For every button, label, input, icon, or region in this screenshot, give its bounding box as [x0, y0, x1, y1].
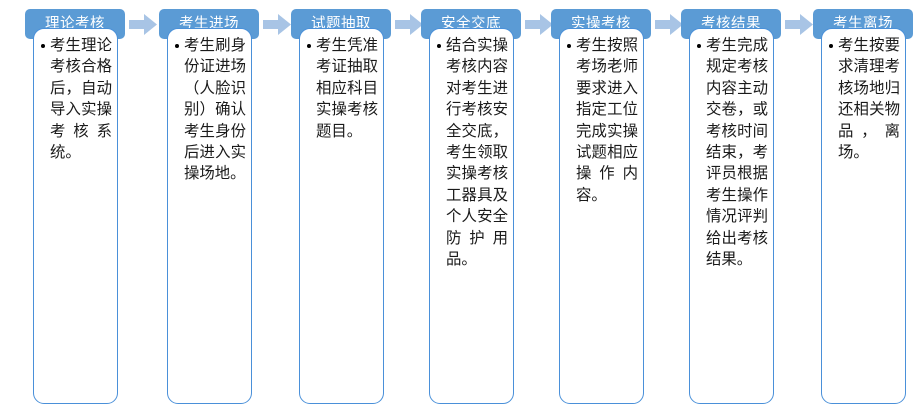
bullet-icon [697, 44, 701, 48]
process-stage-3: 试题抽取 考生凭准考证抽取相应科目实操考核题目。 [291, 9, 423, 409]
stage-body-box-3: 考生凭准考证抽取相应科目实操考核题目。 [299, 28, 384, 404]
stage-header-label-1: 理论考核 [45, 15, 105, 32]
stage-body-text-2: 考生刷身份证进场（人脸识别）确认考生身份后进入实操场地。 [172, 35, 247, 185]
bullet-icon [437, 44, 441, 48]
right-arrow-icon [525, 14, 553, 35]
stage-body-box-4: 结合实操考核内容对考生进行考核安全交底，考生领取实操考核工器具及个人安全防护用品… [429, 28, 514, 404]
stage-body-content-1: 考生理论考核合格后，自动导入实操考核系统。 [50, 36, 112, 162]
stage-header-label-3: 试题抽取 [311, 15, 371, 32]
stage-body-content-5: 考生按照考场老师要求进入指定工位完成实操试题相应操作内容。 [576, 36, 638, 204]
bullet-icon [829, 44, 833, 48]
bullet-icon [307, 44, 311, 48]
process-stage-1: 理论考核 考生理论考核合格后，自动导入实操考核系统。 [25, 9, 157, 409]
stage-body-box-7: 考生按要求清理考核场地归还相关物品，离场。 [821, 28, 906, 404]
stage-body-content-6: 考生完成规定考核内容主动交卷，或考核时间结束，考评员根据考生操作情况评判给出考核… [706, 36, 768, 269]
stage-body-text-5: 考生按照考场老师要求进入指定工位完成实操试题相应操作内容。 [564, 35, 639, 206]
right-arrow-icon [395, 14, 423, 35]
right-arrow-icon [129, 14, 157, 35]
stage-body-text-4: 结合实操考核内容对考生进行考核安全交底，考生领取实操考核工器具及个人安全防护用品… [434, 35, 509, 270]
process-stage-5: 实操考核 考生按照考场老师要求进入指定工位完成实操试题相应操作内容。 [551, 9, 683, 409]
process-stage-7: 考生离场 考生按要求清理考核场地归还相关物品，离场。 [813, 9, 917, 409]
stage-body-text-3: 考生凭准考证抽取相应科目实操考核题目。 [304, 35, 379, 142]
stage-body-box-6: 考生完成规定考核内容主动交卷，或考核时间结束，考评员根据考生操作情况评判给出考核… [689, 28, 774, 404]
bullet-icon [567, 44, 571, 48]
stage-body-text-7: 考生按要求清理考核场地归还相关物品，离场。 [826, 35, 901, 163]
process-stage-2: 考生进场 考生刷身份证进场（人脸识别）确认考生身份后进入实操场地。 [159, 9, 291, 409]
stage-body-text-6: 考生完成规定考核内容主动交卷，或考核时间结束，考评员根据考生操作情况评判给出考核… [694, 35, 769, 270]
right-arrow-icon [785, 14, 813, 35]
stage-body-content-2: 考生刷身份证进场（人脸识别）确认考生身份后进入实操场地。 [184, 36, 246, 183]
stage-body-box-1: 考生理论考核合格后，自动导入实操考核系统。 [33, 28, 118, 404]
stage-header-label-7: 考生离场 [833, 15, 893, 32]
stage-body-content-3: 考生凭准考证抽取相应科目实操考核题目。 [316, 36, 378, 140]
stage-header-label-2: 考生进场 [179, 15, 239, 32]
stage-header-label-4: 安全交底 [441, 15, 501, 32]
stage-body-box-2: 考生刷身份证进场（人脸识别）确认考生身份后进入实操场地。 [167, 28, 252, 404]
stage-body-box-5: 考生按照考场老师要求进入指定工位完成实操试题相应操作内容。 [559, 28, 644, 404]
stage-header-label-6: 考核结果 [701, 15, 761, 32]
process-stage-4: 安全交底 结合实操考核内容对考生进行考核安全交底，考生领取实操考核工器具及个人安… [421, 9, 553, 409]
stage-body-text-1: 考生理论考核合格后，自动导入实操考核系统。 [38, 35, 113, 163]
right-arrow-icon [655, 14, 683, 35]
bullet-icon [41, 44, 45, 48]
stage-body-content-7: 考生按要求清理考核场地归还相关物品，离场。 [838, 36, 900, 162]
bullet-icon [175, 44, 179, 48]
process-stage-6: 考核结果 考生完成规定考核内容主动交卷，或考核时间结束，考评员根据考生操作情况评… [681, 9, 813, 409]
stage-body-content-4: 结合实操考核内容对考生进行考核安全交底，考生领取实操考核工器具及个人安全防护用品… [446, 36, 508, 269]
stage-header-label-5: 实操考核 [571, 15, 631, 32]
right-arrow-icon [263, 14, 291, 35]
